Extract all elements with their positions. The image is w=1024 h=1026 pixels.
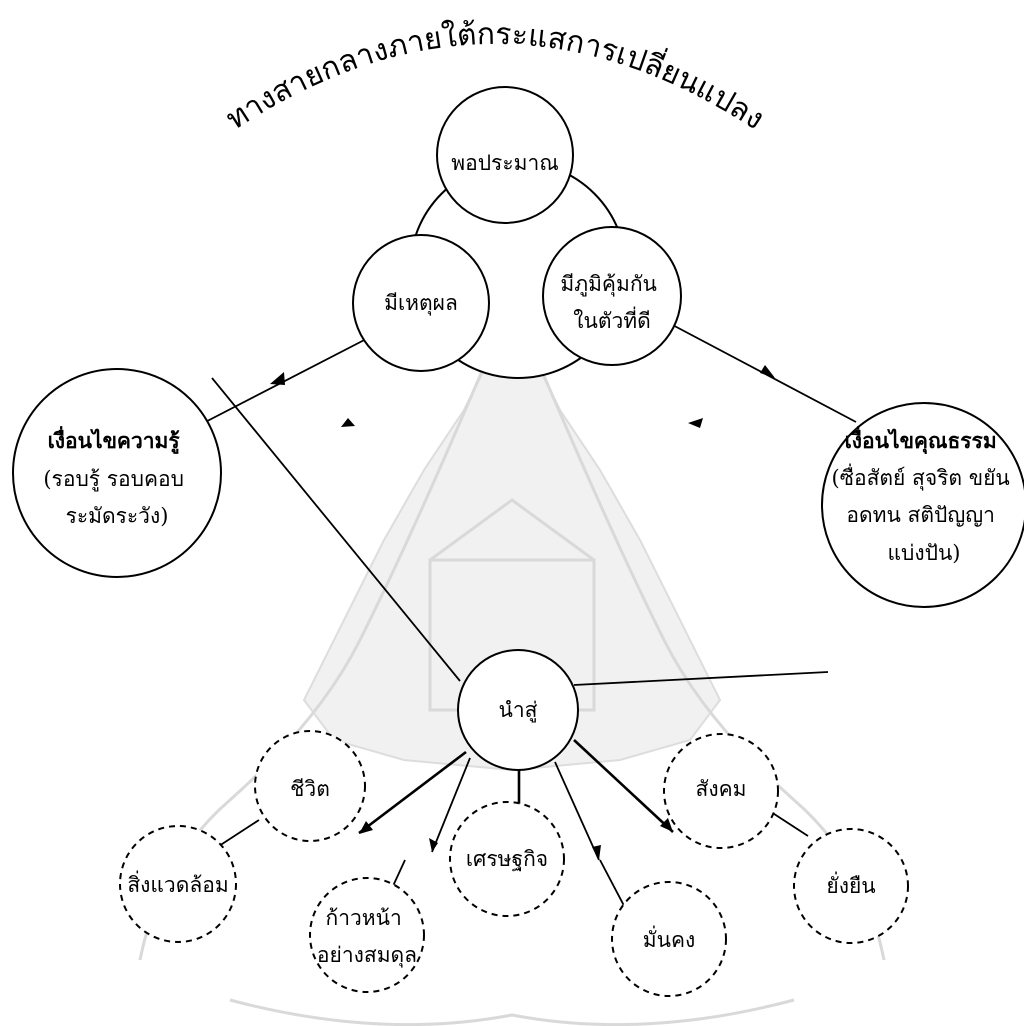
society-circle — [663, 733, 779, 849]
immunity-circle — [542, 226, 682, 366]
arrowhead-to-virtue — [760, 365, 775, 378]
progress-label: ก้าวหน้า อย่างสมดุล — [317, 906, 417, 968]
reasonableness-circle — [352, 234, 490, 372]
virtue-detail-3: แบ่งปัน) — [888, 541, 961, 565]
knowledge-condition-circle — [12, 368, 222, 578]
stability-label: มั่นคง — [643, 925, 696, 952]
life-label: ชีวิต — [290, 777, 330, 801]
arrowhead-hub-to-society — [660, 818, 673, 832]
environment-circle — [119, 825, 237, 943]
connector-hub-to-society — [573, 739, 674, 833]
arrowhead-hub-to-progress — [429, 838, 438, 852]
life-circle — [254, 730, 366, 842]
virtue-condition-label: เงื่อนไขคุณธรรม (ซื่อสัตย์ สุจริต ขยัน อ… — [832, 425, 1017, 565]
virtue-detail-1: (ซื่อสัตย์ สุจริต ขยัน — [832, 463, 1010, 491]
arrowhead-hub-to-life — [359, 821, 373, 834]
moderation-circle — [436, 86, 574, 224]
stability-circle — [611, 881, 727, 997]
connector-society-to-sustainability — [767, 809, 809, 837]
virtue-heading: เงื่อนไขคุณธรรม — [845, 425, 997, 455]
economy-label: เศรษฐกิจ — [466, 847, 548, 871]
connectors — [185, 321, 857, 941]
virtue-condition-circle — [821, 402, 1024, 608]
connector-hub-to-life — [358, 750, 467, 835]
sustainability-circle — [793, 828, 909, 944]
moderation-label: พอประมาณ — [451, 151, 558, 175]
arrowhead-knowledge-to-hub — [341, 418, 355, 427]
arrowhead-to-knowledge — [270, 372, 285, 385]
reasonableness-label: มีเหตุผล — [384, 291, 458, 316]
society-label: สังคม — [696, 777, 747, 801]
connector-knowledge-to-hub — [211, 377, 461, 682]
virtue-detail-2: อดทน สติปัญญา — [846, 503, 995, 527]
sustainability-label: ยั่งยืน — [826, 871, 875, 898]
connector-life-to-environment — [218, 819, 260, 847]
economy-circle — [449, 801, 565, 917]
progress-circle — [309, 877, 425, 993]
arrowhead-virtue-to-hub — [688, 418, 703, 428]
knowledge-detail-2: ระมัดระวัง) — [66, 504, 169, 528]
knowledge-heading: เงื่อนไขความรู้ — [48, 425, 181, 455]
hub-circle — [457, 649, 579, 771]
immunity-label: มีภูมิคุ้มกัน ในตัวที่ดี — [560, 272, 663, 333]
environment-label: สิ่งแวดล้อม — [127, 870, 228, 897]
knowledge-detail-1: (รอบรู้ รอบคอบ — [43, 467, 184, 492]
hub-label: นำสู่ — [499, 698, 538, 723]
connector-virtue-to-hub — [573, 671, 829, 686]
arrowhead-hub-to-stability — [592, 845, 601, 860]
knowledge-condition-label: เงื่อนไขความรู้ (รอบรู้ รอบคอบ ระมัดระวั… — [43, 425, 190, 528]
connector-hub-to-stability — [554, 761, 600, 861]
connector-hub-to-progress — [431, 757, 471, 853]
